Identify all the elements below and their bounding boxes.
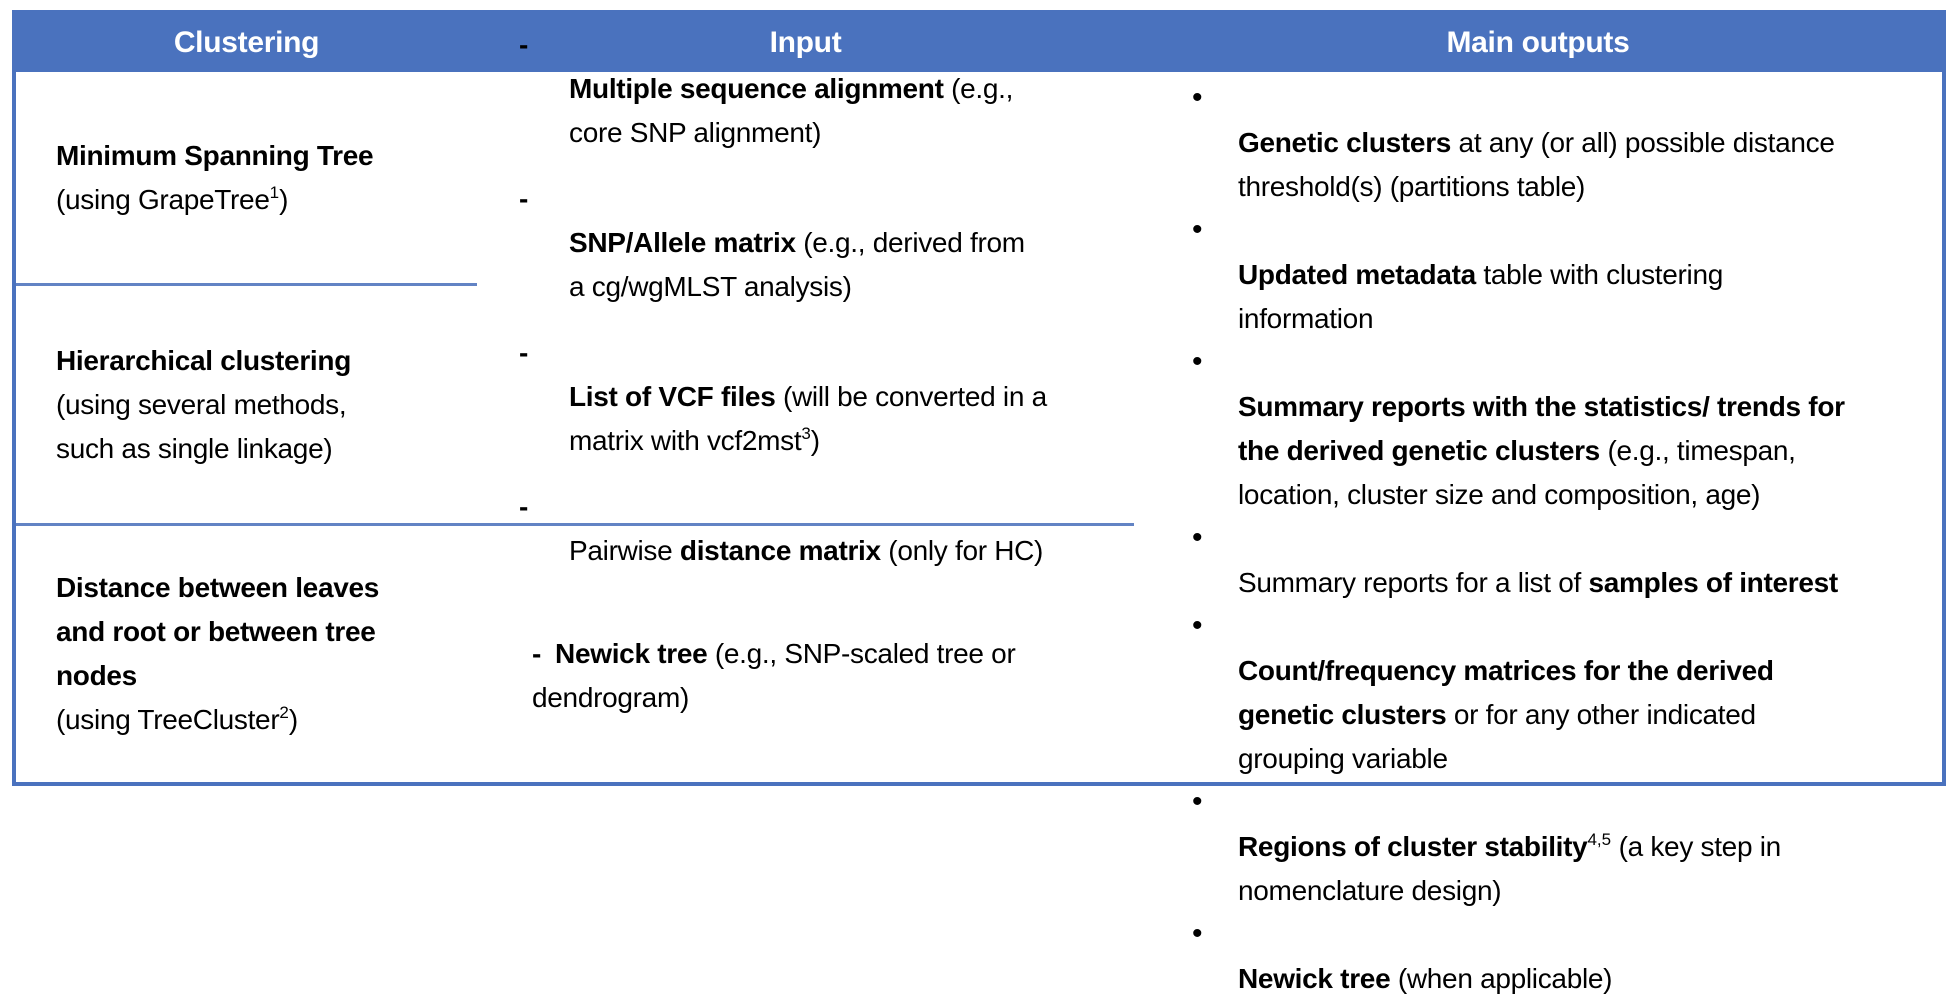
method-title: Distance between leaves and root or betw… [56,572,380,691]
bullet-icon: • [1192,917,1203,950]
list-item: • Newick tree (when applicable) [1134,913,1938,1001]
list-item: - Pairwise distance matrix (only for HC) [477,485,1134,573]
list-item: - SNP/Allele matrix (e.g., derived from a… [477,177,1134,309]
header-cell-main-outputs: Main outputs [1446,26,1630,59]
dash-icon: - [519,28,529,60]
list-item: -Newick tree (e.g., SNP-scaled tree or d… [532,588,1130,720]
input-item-text: SNP/Allele matrix (e.g., derived from a … [569,226,1025,302]
input-item-text: Newick tree (e.g., SNP-scaled tree or de… [532,638,1016,713]
header-row: Clustering Input Main outputs [16,14,1942,72]
cell-distance-between-leaves: Distance between leaves and root or betw… [16,526,477,782]
dash-icon: - [519,182,529,214]
cell-input-mst-hc: - Multiple sequence alignment (e.g., core… [477,29,1134,566]
method-title: Hierarchical clustering [56,344,352,376]
output-item-text: Updated metadata table with clustering i… [1238,259,1724,334]
output-item-text: Summary reports for a list of samples of… [1238,567,1838,598]
table-body: Minimum Spanning Tree (using GrapeTree1)… [16,29,1942,994]
input-item-text: Multiple sequence alignment (e.g., core … [569,72,1014,148]
list-item: - Multiple sequence alignment (e.g., core… [477,23,1134,155]
method-subtitle: (using TreeCluster2) [56,703,298,735]
bullet-icon: • [1192,81,1203,114]
header-cell-clustering: Clustering [173,26,320,59]
input-item-text: Pairwise distance matrix (only for HC) [569,534,1044,566]
output-item-text: Regions of cluster stability4,5 (a key s… [1238,830,1781,906]
bullet-icon: • [1192,785,1203,818]
method-subtitle: (using GrapeTree1) [56,182,289,215]
cell-hierarchical-clustering: Hierarchical clustering (using several m… [16,286,477,526]
list-item: • Count/frequency matrices for the derive… [1134,605,1938,781]
list-item: • Regions of cluster stability4,5 (a key … [1134,781,1938,913]
list-item: • Summary reports with the statistics/ tr… [1134,341,1938,517]
dash-icon: - [532,638,542,669]
bullet-icon: • [1192,345,1203,378]
cell-input-treecluster: -Newick tree (e.g., SNP-scaled tree or d… [477,526,1134,782]
list-item: • Updated metadata table with clustering … [1134,209,1938,341]
bullet-icon: • [1192,213,1203,246]
output-item-text: Count/frequency matrices for the derived… [1238,655,1774,774]
list-item: - List of VCF files (will be converted in… [477,331,1134,463]
bullet-icon: • [1192,521,1203,554]
header-cell-input: Input [769,26,842,59]
column-input: - Multiple sequence alignment (e.g., core… [477,29,1134,782]
clustering-methods-table: Clustering Input Main outputs Minimum Sp… [12,10,1946,994]
method-subtitle: (using several methods, such as single l… [56,388,347,464]
dash-icon: - [519,336,529,368]
output-item-text: Newick tree (when applicable) [1238,963,1613,994]
column-clustering: Minimum Spanning Tree (using GrapeTree1)… [16,72,477,782]
list-item: • Genetic clusters at any (or all) possib… [1134,77,1938,209]
dash-icon: - [519,490,529,522]
method-title: Minimum Spanning Tree [56,139,374,171]
list-item: • Summary reports for a list of samples o… [1134,517,1938,605]
column-main-outputs: • Genetic clusters at any (or all) possib… [1134,72,1942,994]
input-item-text: List of VCF files (will be converted in … [569,380,1047,456]
cell-minimum-spanning-tree: Minimum Spanning Tree (using GrapeTree1) [16,72,477,286]
output-item-text: Genetic clusters at any (or all) possibl… [1238,127,1835,202]
output-item-text: Summary reports with the statistics/ tre… [1238,391,1845,510]
bullet-icon: • [1192,609,1203,642]
